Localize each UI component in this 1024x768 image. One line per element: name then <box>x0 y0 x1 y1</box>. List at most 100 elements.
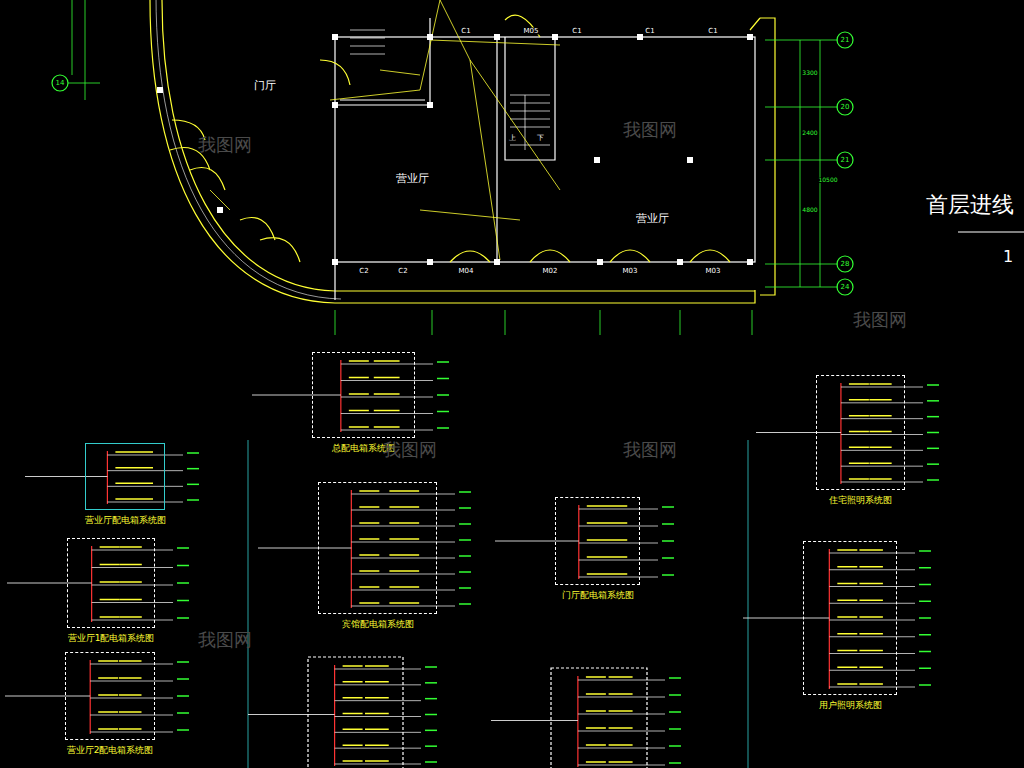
axis-number: 28 <box>841 261 850 268</box>
axis-number: 21 <box>841 37 850 44</box>
load-note <box>927 416 939 418</box>
column <box>637 34 643 40</box>
outer-wall <box>150 0 755 303</box>
load-note <box>177 661 189 663</box>
load-note <box>919 601 931 603</box>
circuit-note <box>349 410 400 412</box>
circuit-note <box>100 564 142 566</box>
branch-circuit <box>829 636 915 637</box>
watermark: 我图网 <box>383 441 437 459</box>
branch-circuit <box>335 764 421 765</box>
circuit-note <box>115 467 153 469</box>
branch-circuit <box>92 585 173 586</box>
circuit-note <box>98 694 141 696</box>
load-note <box>177 617 189 619</box>
column <box>597 259 603 265</box>
circuit-note <box>587 522 627 524</box>
branch-circuit <box>351 526 455 527</box>
branch-circuit <box>90 732 173 733</box>
circuit-note <box>586 761 633 763</box>
circuit-note <box>586 676 633 678</box>
load-note <box>437 378 449 380</box>
branch-circuit <box>841 418 923 419</box>
branch-circuit <box>579 577 658 578</box>
circuit-note <box>586 744 633 746</box>
load-note <box>919 584 931 586</box>
axis-bubble <box>837 32 853 48</box>
branch-circuit <box>351 542 455 543</box>
load-note <box>425 666 437 668</box>
load-note <box>927 479 939 481</box>
load-note <box>425 745 437 747</box>
load-note <box>669 677 681 679</box>
panel-box: 营业厅配电箱系统图 <box>85 443 165 510</box>
door-swing <box>450 15 730 262</box>
load-note <box>669 762 681 764</box>
circuit-note <box>587 539 627 541</box>
panel-box: 门厅配电箱系统图 <box>555 497 640 585</box>
branch-circuit <box>578 748 665 749</box>
branch-circuit <box>335 700 421 701</box>
load-note <box>177 565 189 567</box>
circuit-note <box>587 556 627 558</box>
wall <box>335 18 555 300</box>
branch-circuit <box>841 482 923 483</box>
branch-circuit <box>335 669 421 670</box>
plan-label: M04 <box>458 268 475 275</box>
column <box>687 157 693 163</box>
incoming-feeder <box>756 432 841 433</box>
circuit-note <box>100 546 142 548</box>
watermark: 我图网 <box>623 121 677 139</box>
load-note <box>459 523 471 525</box>
column <box>552 34 558 40</box>
load-note <box>927 384 939 386</box>
busbar <box>91 546 92 622</box>
load-note <box>425 714 437 716</box>
load-note <box>437 361 449 363</box>
busbar <box>577 676 578 767</box>
incoming-feeder <box>491 720 578 721</box>
circuit-note <box>359 554 419 556</box>
branch-circuit <box>578 714 665 715</box>
branch-circuit <box>579 526 658 527</box>
panel-title: 营业厅1配电箱系统图 <box>67 632 156 645</box>
busbar <box>107 451 108 504</box>
dimension: 2400 <box>801 130 818 136</box>
circuit-note <box>343 729 389 731</box>
load-note <box>919 668 931 670</box>
branch-circuit <box>578 765 665 766</box>
column <box>747 259 753 265</box>
plan-label: 营业厅 <box>395 173 430 184</box>
circuit-note <box>343 760 389 762</box>
column <box>494 259 500 265</box>
load-note <box>919 651 931 653</box>
incoming-feeder <box>248 714 335 715</box>
load-note <box>927 400 939 402</box>
drawing-title: 首层进线 <box>926 194 1014 216</box>
incoming-feeder <box>258 548 351 549</box>
circuit-note <box>587 573 627 575</box>
column <box>332 259 338 265</box>
plan-label: 营业厅 <box>635 213 670 224</box>
circuit-note <box>349 360 400 362</box>
circuit-note <box>586 710 633 712</box>
axis-number: 21 <box>841 157 850 164</box>
axis-number: 20 <box>841 104 850 111</box>
branch-circuit <box>107 486 183 487</box>
busbar <box>840 383 841 484</box>
branch-circuit <box>351 494 455 495</box>
circuit-note <box>359 490 419 492</box>
column <box>747 34 753 40</box>
circuit-note <box>586 727 633 729</box>
branch-circuit <box>579 543 658 544</box>
load-note <box>177 695 189 697</box>
load-note <box>459 603 471 605</box>
branch-circuit <box>341 430 433 431</box>
circuit-note <box>100 581 142 583</box>
axis-number: 14 <box>56 80 65 87</box>
branch-circuit <box>90 664 173 665</box>
plan-label: M03 <box>705 268 722 275</box>
column <box>494 34 500 40</box>
circuit-note <box>115 451 153 453</box>
circuit-note <box>115 498 153 500</box>
